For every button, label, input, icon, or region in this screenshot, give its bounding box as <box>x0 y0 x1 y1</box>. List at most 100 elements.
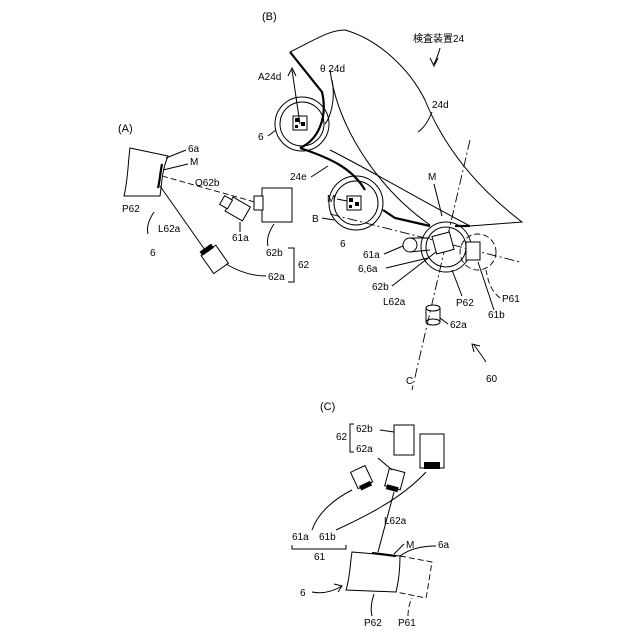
leader-62b <box>392 252 436 286</box>
leader-61a <box>384 246 403 254</box>
bracket-62 <box>288 248 294 282</box>
label-24d: 24d <box>432 100 449 111</box>
leader-62a <box>226 264 266 276</box>
inspection-device-body <box>290 30 522 226</box>
label-P61: P61 <box>502 294 520 305</box>
leader-62b <box>380 430 394 432</box>
label-6a: 6a <box>188 144 200 155</box>
label-6-top: 6 <box>258 132 264 143</box>
label-M-right: M <box>428 172 436 183</box>
panel-c-label: (C) <box>320 401 335 413</box>
leader-M-roller <box>337 199 347 201</box>
leader-6 <box>312 586 342 593</box>
bracket-61 <box>292 545 346 549</box>
leader-M <box>394 544 404 554</box>
tape-upper <box>290 52 324 148</box>
label-C: C <box>406 376 413 387</box>
camera-61b-lens <box>424 462 440 469</box>
inspection-device-leader <box>434 48 440 64</box>
label-M-roller: M <box>327 194 335 205</box>
leader-B <box>322 218 334 220</box>
label-61a: 61a <box>232 233 249 244</box>
label-L62a: L62a <box>158 224 181 235</box>
label-62b: 62b <box>356 424 373 435</box>
camera-62b-box <box>432 232 454 254</box>
label-62b: 62b <box>266 248 283 259</box>
inspection-device-label: 検査装置24 <box>413 32 465 45</box>
leader-P62 <box>371 594 374 616</box>
leader-P62 <box>452 270 462 296</box>
leader-6 <box>147 212 154 234</box>
beam-l62a <box>160 186 205 250</box>
label-L62a: L62a <box>383 297 406 308</box>
leader-P61 <box>408 598 412 616</box>
label-6: 6 <box>300 588 306 599</box>
qr-cell <box>349 198 353 202</box>
panel-a: (A) 6a M O62b 61a 62b L62a 62a <box>118 123 310 283</box>
label-62: 62 <box>336 432 348 443</box>
label-61: 61 <box>314 552 326 563</box>
camera-62b <box>394 425 414 455</box>
panel-c: (C) 62 62b 62a 61a 61b 61 L62a <box>292 401 450 629</box>
axis-line-c <box>412 140 470 390</box>
label-6-mid: 6 <box>340 239 346 250</box>
label-61a: 61a <box>363 250 380 261</box>
label-62a: 62a <box>356 444 373 455</box>
camera-62b <box>262 188 292 222</box>
leader-61b <box>336 472 426 530</box>
label-24d-leader <box>418 112 432 132</box>
qr-cell <box>295 125 298 128</box>
camera-62b-lens <box>254 196 263 210</box>
theta-arc <box>325 80 333 124</box>
label-M: M <box>190 157 198 168</box>
label-60: 60 <box>486 374 498 385</box>
label-theta24d: θ 24d <box>320 64 345 75</box>
leader-M-right <box>434 184 442 216</box>
tape-piece-dashed <box>396 556 432 598</box>
leader-62b <box>267 224 274 246</box>
camera-62a-lens <box>426 305 440 311</box>
label-O62b: O62b <box>195 178 220 189</box>
camera-61a <box>403 238 417 252</box>
tape-24e <box>300 148 365 190</box>
label-61a: 61a <box>292 532 309 543</box>
label-61b: 61b <box>319 532 336 543</box>
label-62a: 62a <box>450 320 467 331</box>
label-B: B <box>312 214 319 225</box>
qr-cell <box>349 205 352 208</box>
label-P61: P61 <box>398 618 416 629</box>
marker-M <box>372 553 396 556</box>
label-62b: 62b <box>372 282 389 293</box>
leader-24e <box>311 166 328 177</box>
label-6-6a: 6,6a <box>358 264 378 275</box>
leader-62a <box>440 318 448 324</box>
label-A24d: A24d <box>258 72 281 83</box>
sensor-61b <box>466 242 480 260</box>
panel-a-label: (A) <box>118 123 133 135</box>
leader-60 <box>474 345 486 362</box>
camera-61a <box>218 193 250 221</box>
label-P62: P62 <box>364 618 382 629</box>
device-inner-edge <box>330 70 430 225</box>
label-P62: P62 <box>122 204 140 215</box>
leader-61a <box>312 490 352 530</box>
camera-61a <box>351 466 374 492</box>
label-6a: 6a <box>438 540 450 551</box>
camera-62a <box>384 468 405 492</box>
bracket-62 <box>350 424 354 452</box>
qr-cell <box>295 118 299 122</box>
label-6: 6 <box>150 248 156 259</box>
leader-6a <box>166 150 186 158</box>
label-24e: 24e <box>290 172 307 183</box>
panel-b-label: (B) <box>262 11 277 23</box>
leader-61b <box>478 262 494 310</box>
leader-62a <box>378 458 392 470</box>
leader-6-top <box>268 130 276 136</box>
qr-cell <box>301 122 305 126</box>
inspection-device-arrowhead <box>430 58 438 66</box>
leader-M <box>163 164 188 170</box>
tape-lower <box>383 210 430 226</box>
label-P62: P62 <box>456 298 474 309</box>
